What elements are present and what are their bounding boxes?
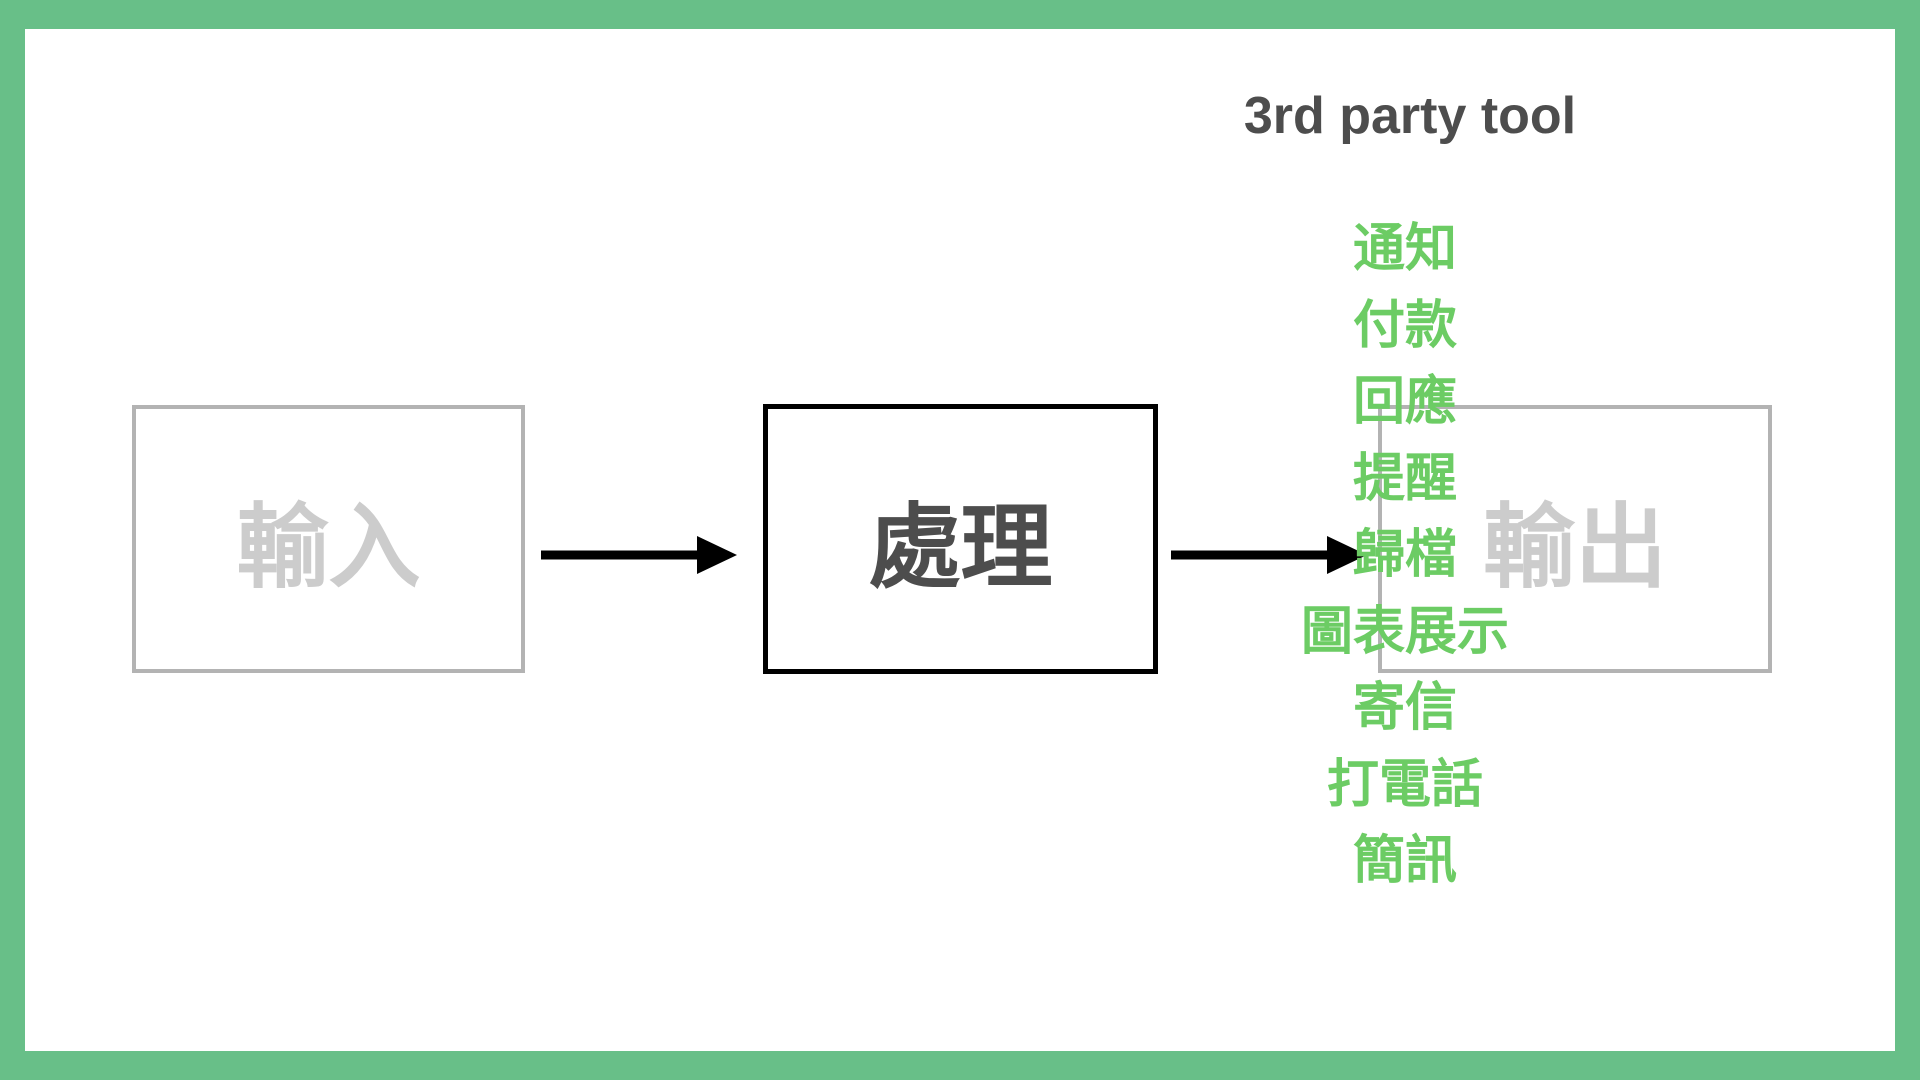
third-party-tool-list: 通知 付款 回應 提醒 歸檔 圖表展示 寄信 打電話 簡訊 [1275, 211, 1535, 900]
input-node: 輸入 [132, 405, 525, 673]
output-node-label: 輸出 [1482, 493, 1667, 601]
input-node-label: 輸入 [236, 493, 421, 601]
tool-item: 圖表展示 [1300, 601, 1509, 662]
tool-item: 回應 [1352, 372, 1457, 432]
tool-item: 付款 [1352, 295, 1457, 356]
slide-canvas: 輸入 處理 輸出 3rd party tool 通知 付款 回應 提醒 歸檔 圖… [25, 29, 1895, 1051]
tool-item: 簡訊 [1352, 831, 1457, 891]
tool-item: 寄信 [1352, 678, 1457, 738]
tool-item: 打電話 [1326, 754, 1483, 815]
process-node: 處理 [763, 404, 1158, 674]
tool-item: 通知 [1352, 219, 1457, 279]
output-node: 輸出 [1378, 405, 1772, 673]
process-node-label: 處理 [868, 493, 1053, 601]
arrow-input-to-process [541, 536, 737, 574]
tool-item: 歸檔 [1352, 525, 1457, 585]
tool-item: 提醒 [1352, 448, 1457, 509]
third-party-tool-title: 3rd party tool [1243, 87, 1577, 145]
